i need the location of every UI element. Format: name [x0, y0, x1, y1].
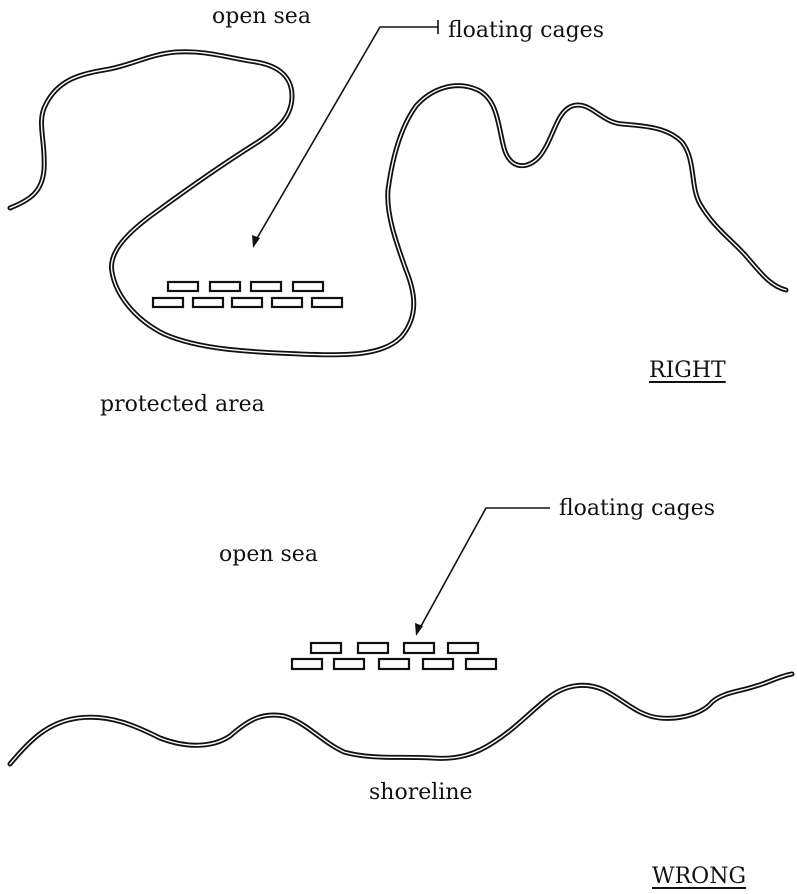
right-diagram: open sea floating cages protected area R…	[0, 0, 797, 430]
cage	[230, 296, 264, 309]
cage	[421, 657, 455, 671]
cage	[310, 296, 344, 309]
wrong-diagram: floating cages open sea shoreline WRONG	[0, 430, 797, 894]
cage	[356, 641, 390, 655]
right-diagram-drawing	[7, 20, 789, 358]
verdict-right-label: RIGHT	[649, 358, 726, 383]
open-sea-label-2: open sea	[219, 542, 318, 567]
cage	[191, 296, 225, 309]
callout-arrowhead	[252, 235, 260, 248]
callout-arrowhead-2	[415, 623, 423, 636]
cage	[332, 657, 366, 671]
shoreline-label: shoreline	[369, 780, 473, 805]
wrong-diagram-drawing	[7, 507, 795, 767]
cages-callout-line-2	[419, 507, 550, 629]
cage	[377, 657, 411, 671]
cage	[464, 657, 498, 671]
protected-area-label: protected area	[100, 392, 265, 417]
verdict-wrong-label: WRONG	[652, 864, 747, 889]
cage	[309, 641, 343, 655]
floating-cages-group	[151, 280, 344, 309]
cage	[446, 641, 480, 655]
open-shoreline	[7, 671, 795, 767]
cage	[151, 296, 185, 309]
floating-cages-group-2	[290, 641, 498, 671]
floating-cages-label: floating cages	[448, 18, 604, 43]
bay-shoreline	[7, 49, 789, 358]
cage	[249, 280, 283, 293]
cage	[208, 280, 242, 293]
floating-cages-label-2: floating cages	[559, 496, 715, 521]
cage	[402, 641, 436, 655]
cage	[166, 280, 200, 293]
cage	[270, 296, 304, 309]
open-sea-label: open sea	[212, 4, 311, 29]
cage	[291, 280, 325, 293]
cages-callout-line	[255, 20, 439, 241]
cage	[290, 657, 324, 671]
